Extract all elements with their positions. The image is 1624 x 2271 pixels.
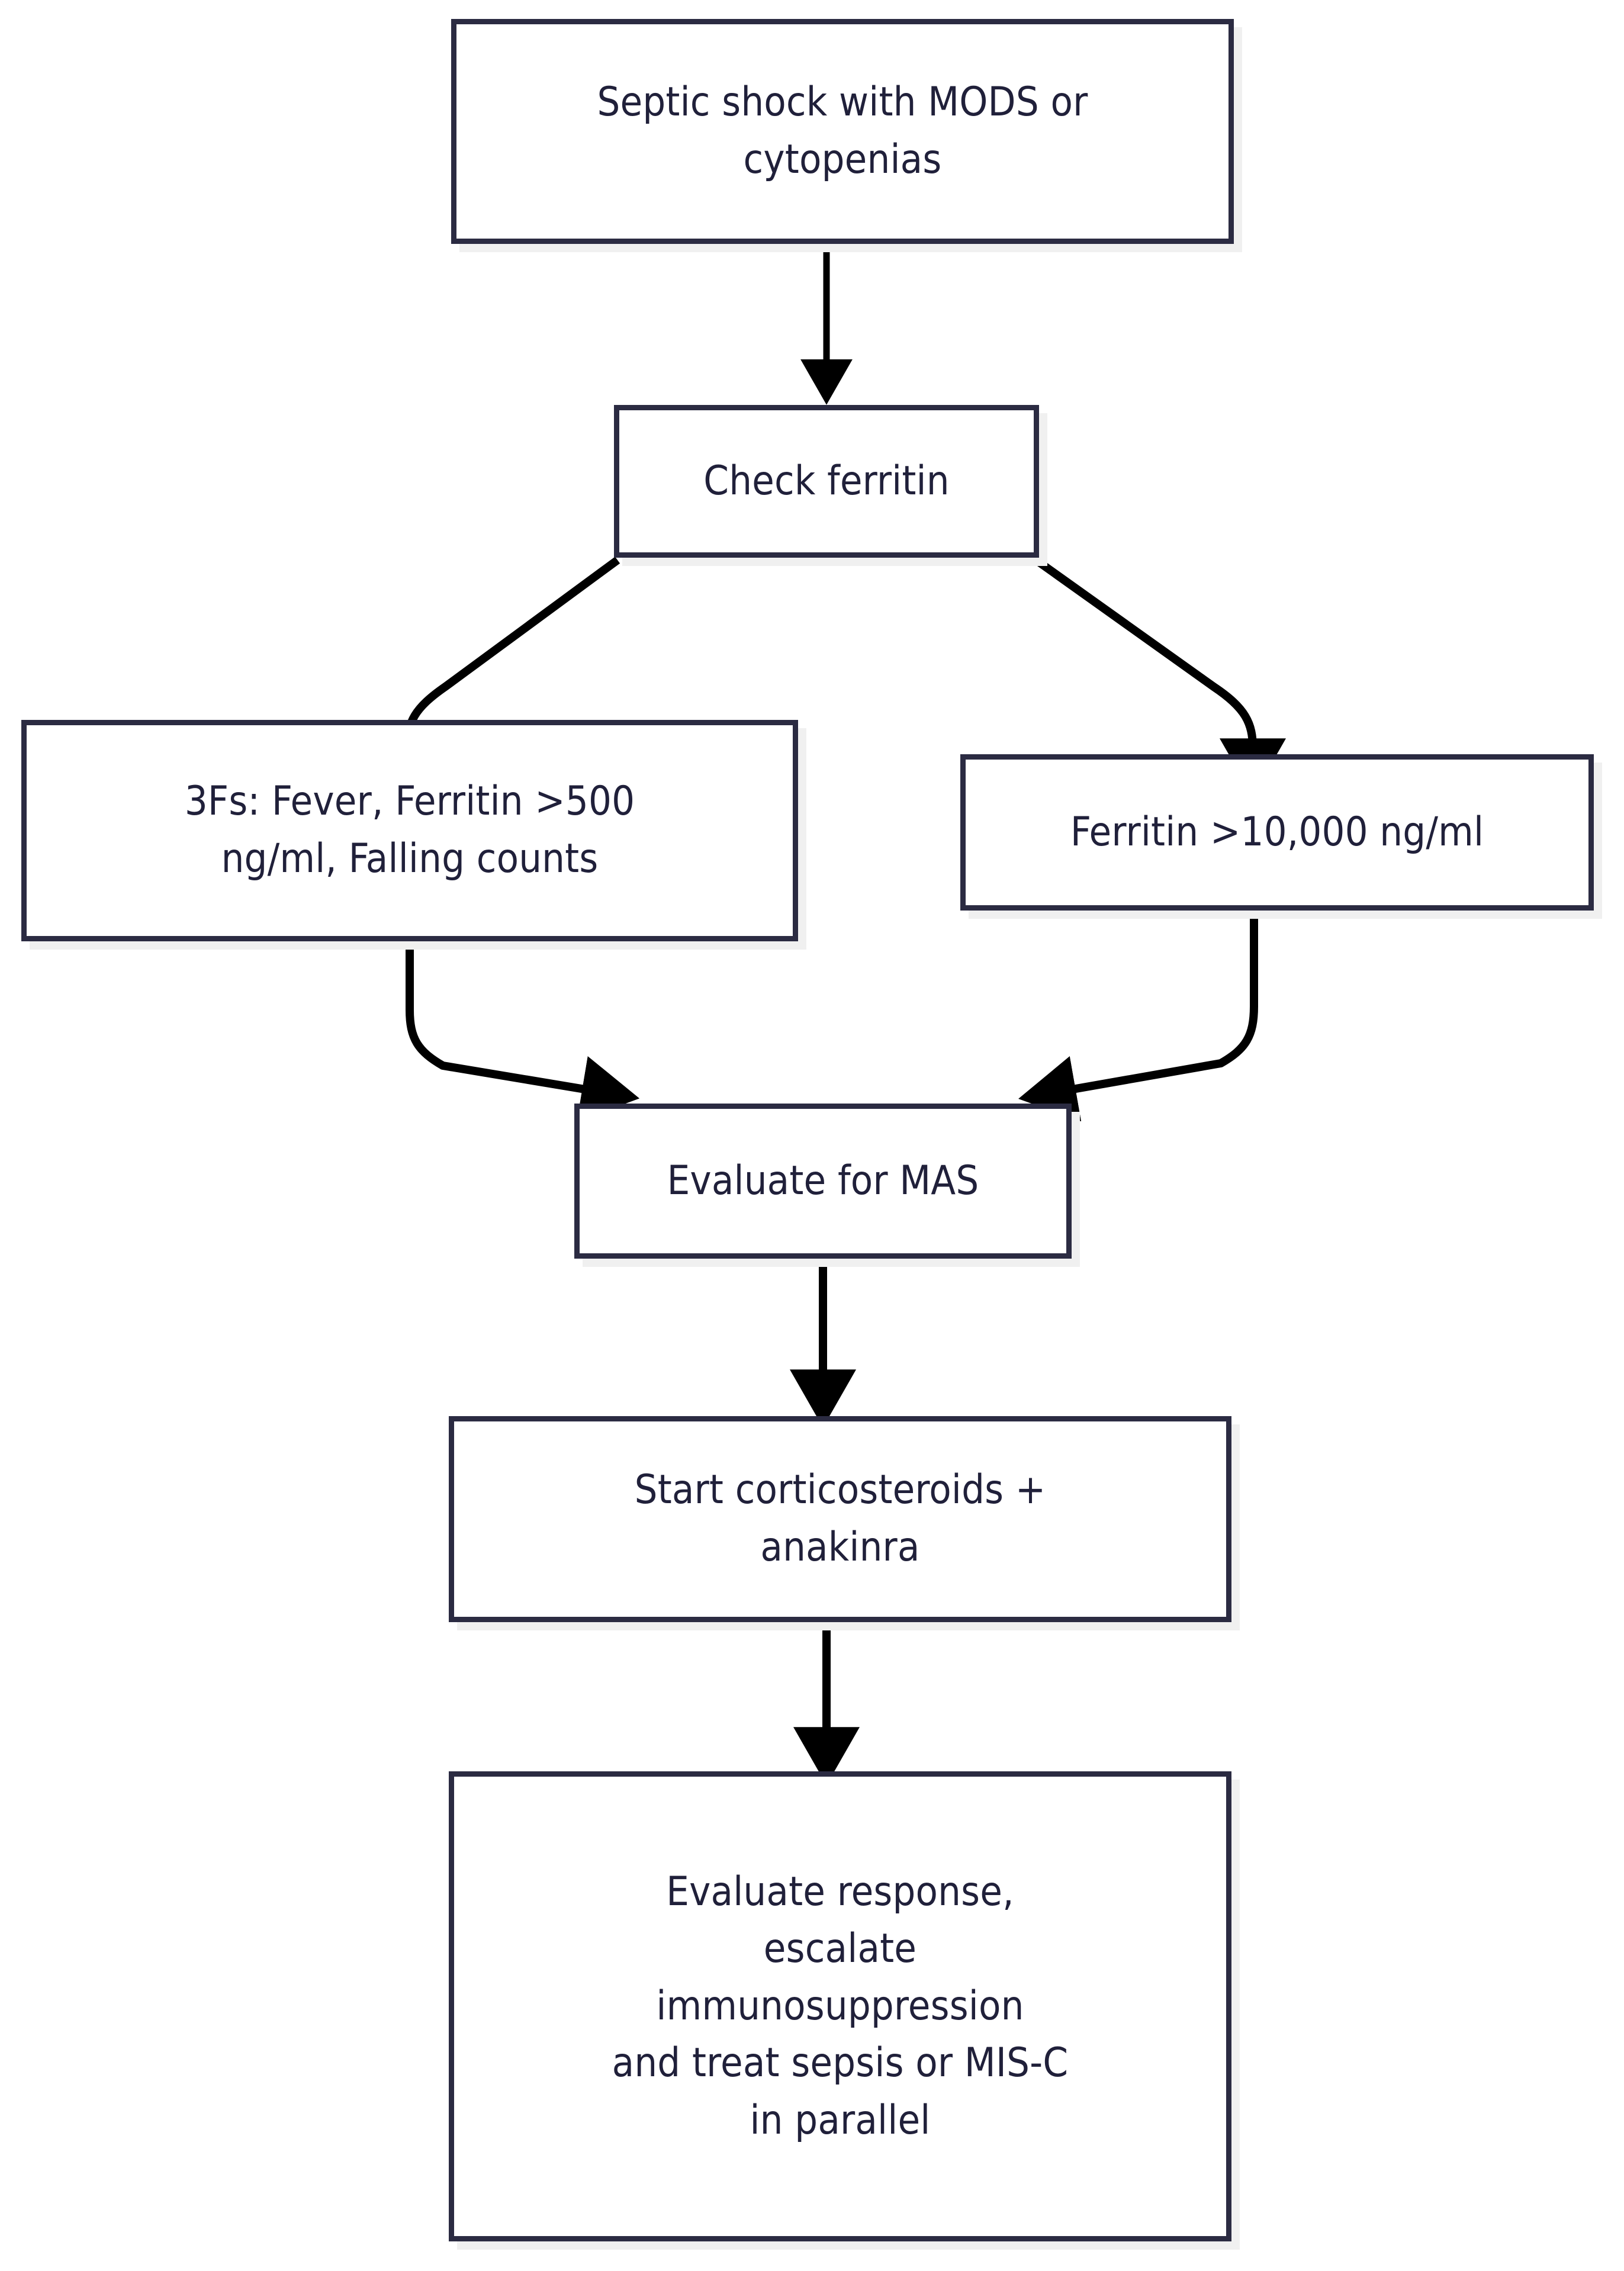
node-ferritin-over-10000[interactable]: Ferritin >10,000 ng/ml — [960, 754, 1594, 911]
node-evaluate-for-mas[interactable]: Evaluate for MAS — [574, 1104, 1072, 1259]
node-evaluate-response-label: Evaluate response, escalate immunosuppre… — [612, 1868, 1069, 2144]
node-start-corticosteroids-anakinra[interactable]: Start corticosteroids + anakinra — [449, 1416, 1231, 1622]
edge-check-ferritin-to-ferritin-10k — [1033, 557, 1286, 797]
node-three-fs-label: 3Fs: Fever, Ferritin >500 ng/ml, Falling… — [184, 778, 635, 882]
node-check-ferritin[interactable]: Check ferritin — [614, 405, 1039, 558]
edge-evaluate-mas-to-start-treatment — [790, 1261, 856, 1428]
edge-three-fs-to-evaluate-mas — [406, 944, 640, 1122]
node-ferritin-over-10000-label: Ferritin >10,000 ng/ml — [1070, 808, 1484, 855]
node-check-ferritin-label: Check ferritin — [703, 457, 950, 504]
edge-ferritin-10k-to-evaluate-mas — [1018, 913, 1258, 1122]
edge-check-ferritin-to-three-fs — [374, 557, 620, 796]
node-septic-shock[interactable]: Septic shock with MODS or cytopenias — [451, 19, 1234, 244]
node-evaluate-response[interactable]: Evaluate response, escalate immunosuppre… — [449, 1771, 1231, 2241]
node-start-corticosteroids-anakinra-label: Start corticosteroids + anakinra — [634, 1466, 1046, 1571]
node-three-fs[interactable]: 3Fs: Fever, Ferritin >500 ng/ml, Falling… — [21, 720, 798, 941]
node-evaluate-for-mas-label: Evaluate for MAS — [667, 1157, 979, 1204]
node-septic-shock-label: Septic shock with MODS or cytopenias — [597, 79, 1088, 183]
